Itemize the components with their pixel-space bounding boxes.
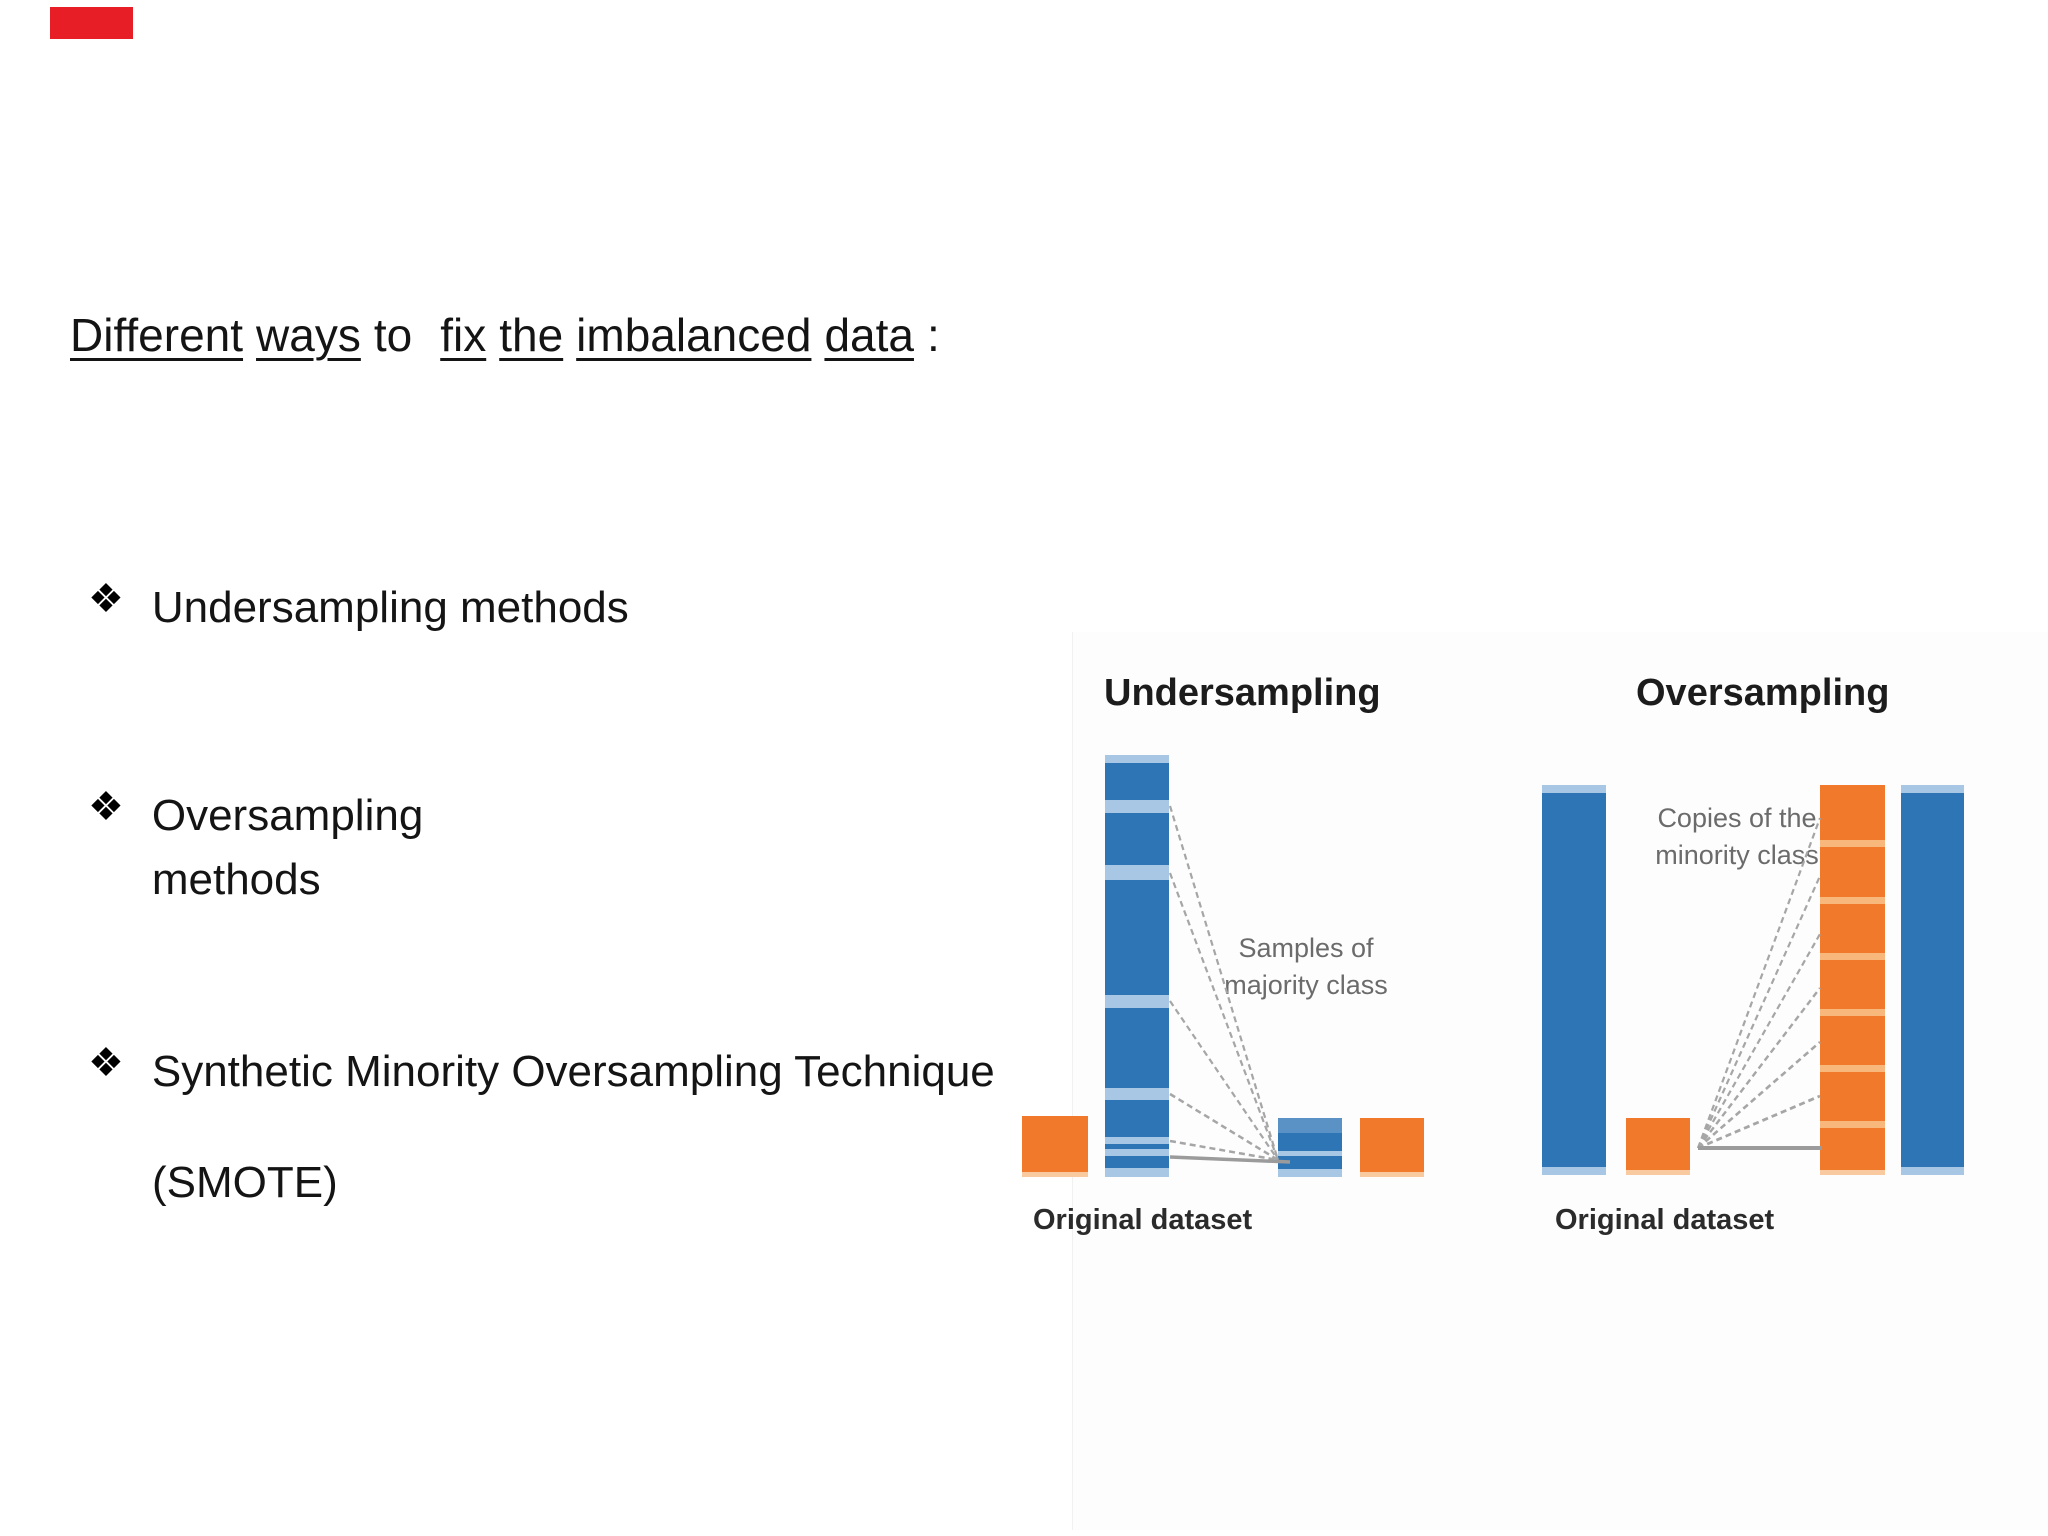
bar-band — [1105, 1137, 1169, 1144]
bullet-oversampling: ❖ Oversampling methods — [88, 784, 423, 912]
title-word: to — [373, 309, 413, 361]
oversampling-figure-title: Oversampling — [1636, 672, 1890, 714]
bar-band — [1105, 995, 1169, 1008]
connector-line — [1697, 933, 1821, 1149]
bar-band — [1105, 1168, 1169, 1177]
title-word: fix — [440, 309, 487, 361]
annotation-line: majority class — [1224, 970, 1388, 1000]
majority-class-bar — [1901, 785, 1964, 1175]
connector-lines — [1168, 805, 1822, 1164]
copy-gap — [1820, 840, 1885, 847]
sample-row — [1278, 1169, 1342, 1177]
smote-abbreviation: (SMOTE) — [152, 1158, 338, 1207]
bar-band — [1542, 785, 1606, 793]
connector-line — [1697, 1094, 1821, 1150]
bullet-text: Oversampling methods — [152, 784, 423, 912]
title-word: imbalanced — [576, 309, 812, 361]
copy-gap — [1820, 953, 1885, 960]
bar-band — [1105, 1088, 1169, 1100]
majority-class-bar — [1105, 755, 1169, 1177]
copies-annotation: Copies of the minority class — [1627, 800, 1847, 874]
bullet-undersampling: ❖ Undersampling methods — [88, 576, 629, 640]
minority-class-block — [1360, 1118, 1424, 1177]
copy-gap — [1820, 897, 1885, 904]
bar-band — [1542, 1167, 1606, 1175]
title-word: Different — [70, 309, 244, 361]
title-colon: : — [926, 309, 940, 361]
bar-band — [1105, 755, 1169, 763]
sampled-majority-block — [1278, 1118, 1342, 1177]
minority-copies-bar — [1820, 785, 1885, 1175]
bar-band — [1105, 800, 1169, 813]
title-word: ways — [256, 309, 361, 361]
connector-line — [1696, 817, 1822, 1149]
connector-line — [1169, 1000, 1279, 1161]
connector-line — [1168, 872, 1280, 1161]
copy-gap — [1820, 1121, 1885, 1128]
sample-row — [1278, 1118, 1342, 1133]
block-edge — [1820, 1170, 1885, 1175]
title-word: data — [824, 309, 914, 361]
red-marker-block — [50, 7, 133, 39]
connector-line — [1168, 805, 1280, 1161]
bar-band — [1901, 785, 1964, 793]
bullet-text: Synthetic Minority Oversampling Techniqu… — [151, 1047, 995, 1096]
connector-line — [1169, 1139, 1279, 1162]
minority-class-block — [1022, 1116, 1088, 1177]
diamond-bullet-icon: ❖ — [88, 577, 124, 621]
bar-band — [1105, 1149, 1169, 1156]
sample-row — [1278, 1151, 1342, 1156]
annotation-line: minority class — [1655, 840, 1819, 870]
diamond-bullet-icon: ❖ — [88, 1041, 124, 1085]
minority-class-block — [1626, 1118, 1690, 1175]
copy-gap — [1820, 1065, 1885, 1072]
bullet-line: Oversampling — [151, 791, 424, 840]
connector-line — [1169, 1092, 1279, 1162]
connector-line — [1169, 1155, 1291, 1164]
undersampling-figure-title: Undersampling — [1104, 672, 1381, 714]
annotation-line: Samples of — [1238, 933, 1374, 963]
block-edge — [1022, 1172, 1088, 1177]
samples-annotation: Samples of majority class — [1196, 930, 1416, 1004]
title-word: the — [499, 309, 564, 361]
majority-class-bar — [1542, 785, 1606, 1175]
block-edge — [1626, 1170, 1690, 1175]
connector-line — [1697, 1041, 1821, 1149]
bullet-text: Undersampling methods — [151, 583, 629, 632]
copy-gap — [1820, 1009, 1885, 1016]
bar-band — [1105, 865, 1169, 880]
bullet-smote: ❖ Synthetic Minority Oversampling Techni… — [88, 1040, 995, 1104]
bar-band — [1901, 1167, 1964, 1175]
annotation-line: Copies of the — [1657, 803, 1817, 833]
diamond-bullet-icon: ❖ — [88, 785, 124, 829]
connector-line — [1697, 987, 1821, 1149]
bullet-line: methods — [151, 854, 321, 904]
block-edge — [1360, 1172, 1424, 1177]
